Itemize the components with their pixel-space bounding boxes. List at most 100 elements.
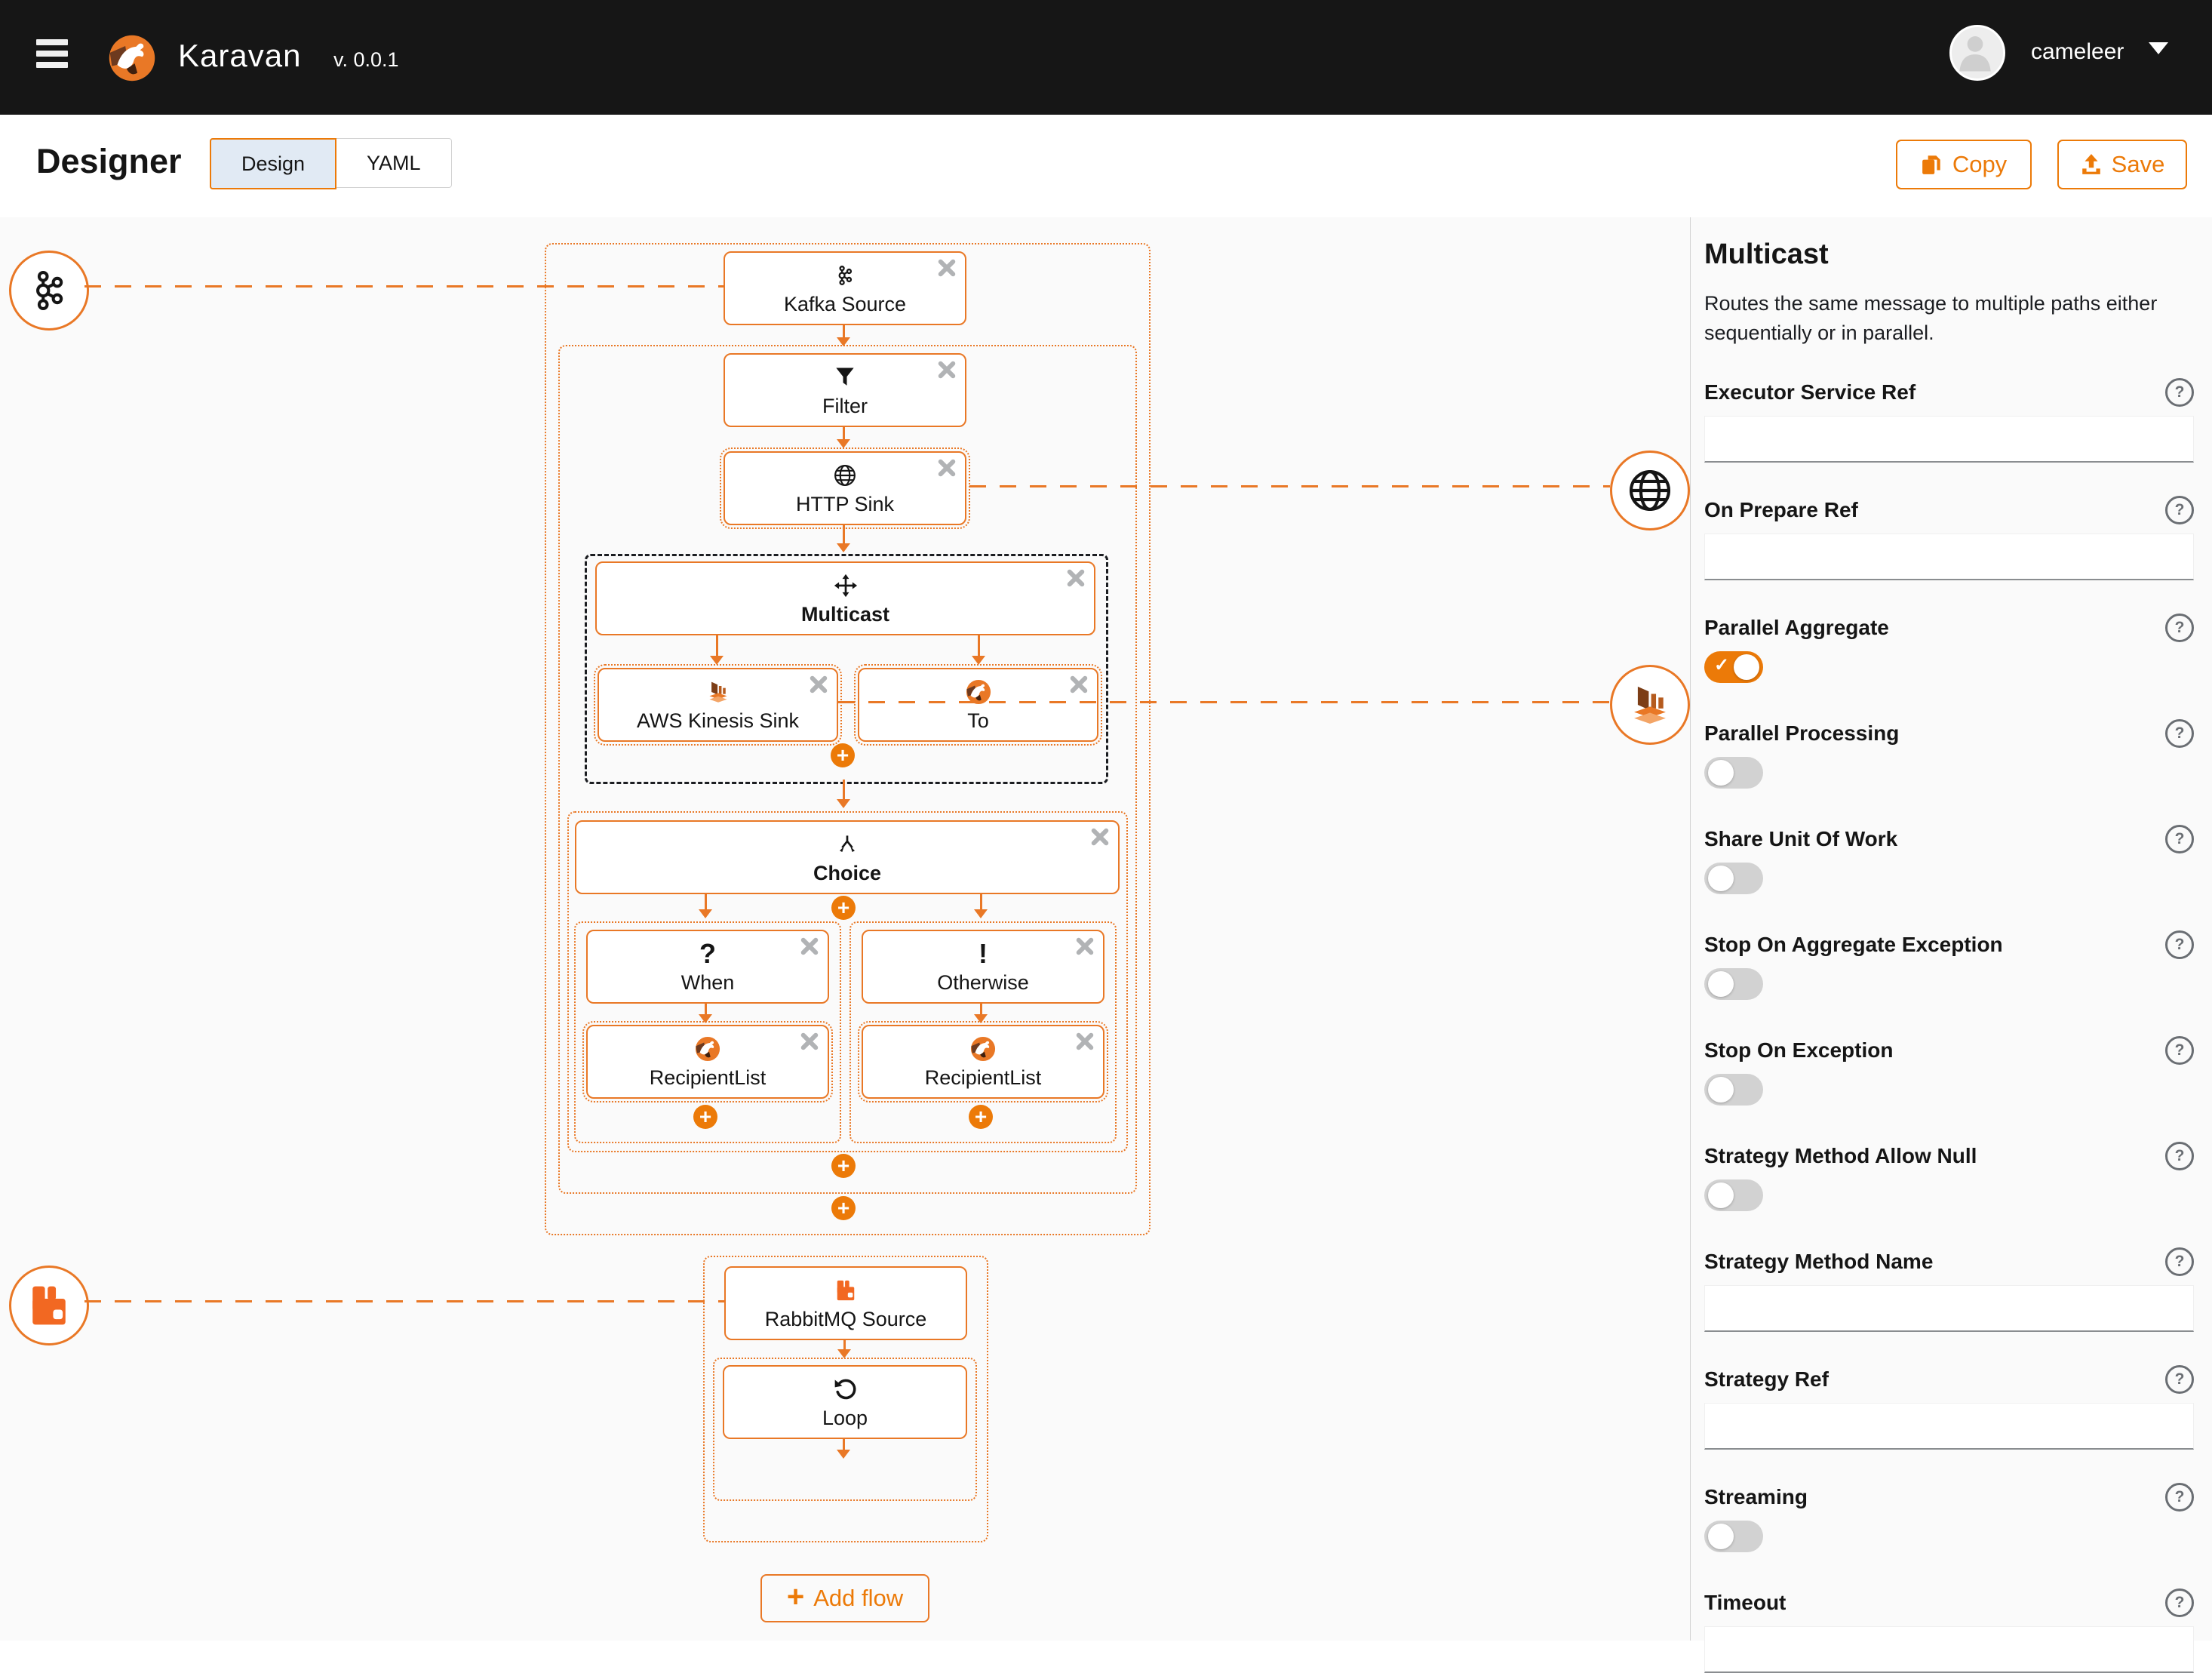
help-icon[interactable]: ? (2165, 930, 2194, 959)
field-switch[interactable] (1704, 757, 1763, 789)
tab-yaml[interactable]: YAML (336, 138, 452, 188)
step-label: RecipientList (924, 1066, 1042, 1089)
step-to[interactable]: To (854, 664, 1102, 746)
loop-group[interactable] (713, 1358, 977, 1501)
when-branch-container[interactable] (574, 921, 841, 1143)
panel-divider (1690, 217, 1691, 1641)
chevron-down-icon[interactable] (2149, 42, 2168, 64)
step-loop[interactable]: Loop (723, 1365, 967, 1439)
field-input[interactable] (1704, 1403, 2194, 1450)
help-icon[interactable]: ? (2165, 1036, 2194, 1065)
close-icon[interactable] (1070, 675, 1088, 693)
close-icon[interactable] (800, 1032, 819, 1050)
field-switch[interactable]: ✓ (1704, 651, 1763, 683)
menu-icon[interactable] (36, 39, 71, 75)
add-step-button[interactable]: + (831, 896, 856, 920)
flow-arrow (974, 1001, 988, 1023)
username[interactable]: cameleer (2031, 39, 2124, 64)
field-switch[interactable] (1704, 1521, 1763, 1552)
step-http-sink[interactable]: HTTP Sink (720, 447, 970, 529)
help-icon[interactable]: ? (2165, 1483, 2194, 1512)
camel-icon (695, 1035, 720, 1063)
help-icon[interactable]: ? (2165, 1588, 2194, 1617)
help-icon[interactable]: ? (2165, 1365, 2194, 1394)
globe-endpoint-icon (1610, 451, 1690, 531)
view-tabs: Design YAML (210, 138, 452, 189)
step-multicast[interactable]: Multicast (595, 561, 1095, 635)
close-icon[interactable] (800, 937, 819, 955)
close-icon[interactable] (938, 361, 956, 379)
field-input[interactable] (1704, 416, 2194, 463)
panel-field-timeout: Timeout? (1704, 1588, 2194, 1673)
filter-icon (834, 363, 856, 392)
step-when[interactable]: ? When (586, 930, 829, 1004)
field-switch[interactable] (1704, 863, 1763, 894)
field-switch[interactable] (1704, 968, 1763, 1000)
copy-button[interactable]: Copy (1896, 140, 2032, 189)
add-step-button[interactable]: + (831, 743, 855, 767)
field-label: Strategy Method Allow Null (1704, 1144, 1977, 1167)
loop-icon (833, 1375, 857, 1404)
panel-field-streaming: Streaming? (1704, 1483, 2194, 1552)
step-aws-kinesis-sink[interactable]: AWS Kinesis Sink (594, 664, 842, 746)
save-button[interactable]: Save (2057, 140, 2187, 189)
tab-design[interactable]: Design (210, 138, 337, 189)
close-icon[interactable] (938, 459, 956, 477)
step-kafka-source[interactable]: Kafka Source (724, 251, 966, 325)
add-step-button[interactable]: + (831, 1196, 856, 1220)
help-icon[interactable]: ? (2165, 825, 2194, 853)
step-recipient-list-when[interactable]: RecipientList (582, 1021, 833, 1103)
panel-fields: Executor Service Ref?On Prepare Ref?Para… (1704, 378, 2194, 1673)
field-label: Share Unit Of Work (1704, 827, 1898, 850)
close-icon[interactable] (1076, 937, 1094, 955)
help-icon[interactable]: ? (2165, 496, 2194, 524)
rabbitmq-icon (834, 1276, 857, 1305)
close-icon[interactable] (938, 259, 956, 277)
step-label: RecipientList (649, 1066, 767, 1089)
step-recipient-list-otherwise[interactable]: RecipientList (858, 1021, 1108, 1103)
add-step-button[interactable]: + (969, 1105, 993, 1129)
field-input[interactable] (1704, 1626, 2194, 1673)
multicast-group-selected[interactable] (585, 554, 1108, 784)
flow-arrow (837, 424, 850, 448)
close-icon[interactable] (1076, 1032, 1094, 1050)
step-label: Kafka Source (783, 293, 907, 315)
flow-arrow (837, 322, 850, 346)
kafka-endpoint-icon (9, 251, 89, 331)
flow-arrow (974, 891, 988, 918)
close-icon[interactable] (1091, 828, 1109, 846)
field-input[interactable] (1704, 534, 2194, 580)
panel-field-share-unit-of-work: Share Unit Of Work? (1704, 825, 2194, 894)
step-otherwise[interactable]: ! Otherwise (862, 930, 1104, 1004)
choice-group[interactable] (567, 811, 1128, 1152)
help-icon[interactable]: ? (2165, 378, 2194, 407)
field-switch[interactable] (1704, 1179, 1763, 1211)
field-switch[interactable] (1704, 1074, 1763, 1106)
field-label: On Prepare Ref (1704, 498, 1858, 521)
add-step-button[interactable]: + (831, 1154, 856, 1178)
route2-container[interactable] (703, 1256, 988, 1542)
field-input[interactable] (1704, 1285, 2194, 1332)
flow-arrow (972, 632, 985, 665)
route1-container[interactable] (545, 243, 1151, 1235)
add-flow-button[interactable]: + Add flow (760, 1574, 929, 1622)
close-icon[interactable] (1067, 569, 1085, 587)
add-step-button[interactable]: + (693, 1105, 717, 1129)
step-choice[interactable]: Choice (575, 820, 1120, 894)
avatar[interactable] (1949, 25, 2005, 81)
panel-field-strategy-ref: Strategy Ref? (1704, 1365, 2194, 1450)
branch-icon (836, 830, 859, 859)
help-icon[interactable]: ? (2165, 719, 2194, 748)
step-label: Filter (822, 395, 868, 417)
help-icon[interactable]: ? (2165, 1142, 2194, 1170)
close-icon[interactable] (810, 675, 828, 693)
step-rabbitmq-source[interactable]: RabbitMQ Source (724, 1266, 967, 1340)
step-filter[interactable]: Filter (724, 353, 966, 427)
panel-title: Multicast (1704, 238, 1829, 270)
help-icon[interactable]: ? (2165, 1247, 2194, 1276)
field-label: Executor Service Ref (1704, 380, 1916, 404)
question-icon: ? (699, 938, 716, 969)
help-icon[interactable]: ? (2165, 614, 2194, 642)
field-label: Stop On Exception (1704, 1038, 1894, 1062)
otherwise-branch-container[interactable] (849, 921, 1117, 1143)
